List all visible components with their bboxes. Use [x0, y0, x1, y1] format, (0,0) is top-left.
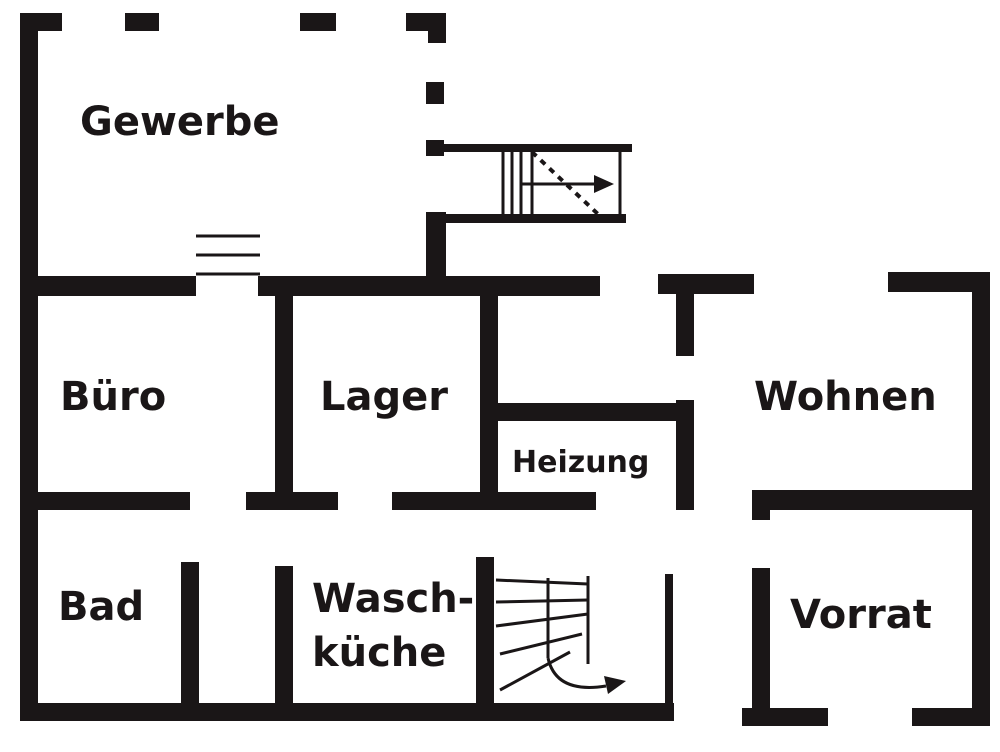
wall-segment	[752, 490, 990, 510]
walls	[20, 13, 990, 726]
stair-wall-bottom	[438, 214, 626, 223]
wall-segment	[480, 286, 498, 508]
wall-segment	[300, 13, 336, 31]
wall-segment	[275, 566, 293, 716]
room-label-bad: Bad	[58, 584, 144, 630]
room-label-waschkueche-line2: küche	[312, 630, 446, 676]
wall-segment	[752, 568, 770, 726]
wall-segment	[658, 274, 754, 294]
wall-segment	[490, 403, 690, 421]
wall-segment	[20, 492, 190, 510]
window-symbol	[196, 234, 260, 276]
wall-bottom	[20, 703, 674, 721]
room-label-gewerbe: Gewerbe	[80, 99, 280, 145]
arrow-head-icon	[604, 676, 626, 694]
wall-segment	[676, 284, 694, 356]
wall-segment	[742, 708, 828, 726]
room-label-lager: Lager	[320, 374, 448, 420]
wall-segment	[428, 13, 446, 43]
wall-segment	[246, 492, 338, 510]
wall-segment	[426, 82, 444, 104]
wall-left-outer	[20, 13, 38, 721]
wall-segment	[258, 276, 600, 296]
stair-wall-top	[438, 144, 632, 152]
stair-upper	[501, 150, 622, 218]
stair-lower	[495, 576, 626, 694]
room-label-vorrat: Vorrat	[790, 592, 932, 638]
wall-segment	[426, 212, 446, 282]
arrow-head-icon	[594, 175, 614, 193]
wall-segment	[275, 286, 293, 508]
wall-segment	[20, 276, 196, 296]
room-label-heizung: Heizung	[512, 445, 649, 480]
room-label-buero: Büro	[60, 374, 166, 420]
wall-segment	[888, 272, 990, 292]
wall-segment	[392, 492, 596, 510]
wall-segment	[912, 708, 990, 726]
wall-segment	[476, 557, 494, 716]
wall-segment	[676, 400, 694, 510]
wall-segment	[125, 13, 159, 31]
wall-segment	[752, 490, 770, 520]
wall-segment	[181, 562, 199, 716]
room-label-wohnen: Wohnen	[754, 374, 937, 420]
wall-segment	[665, 574, 673, 714]
room-label-waschkueche-line1: Wasch-	[312, 576, 474, 622]
